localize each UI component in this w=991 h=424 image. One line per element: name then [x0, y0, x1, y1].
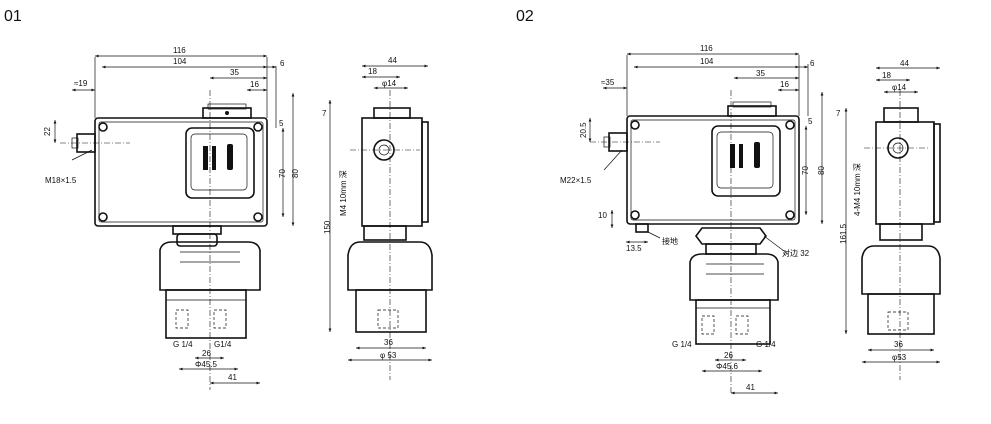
dim-70-02: 70 [801, 166, 810, 175]
dim-80-02: 80 [817, 166, 826, 175]
dim-6: 6 [280, 59, 285, 68]
side-44-01: 44 [388, 56, 397, 65]
dim-10-02: 10 [598, 211, 607, 220]
side-14-01: φ14 [382, 79, 397, 88]
side-44-02: 44 [900, 59, 909, 68]
dim-41-02: 41 [746, 383, 755, 392]
corner-screw [253, 122, 263, 132]
dim-80: 80 [291, 169, 300, 178]
dim-26-01: 26 [202, 349, 211, 358]
dim-19: ≈19 [74, 79, 88, 88]
dim-45-6-02: Φ45.6 [716, 362, 739, 371]
side-7-02: 7 [836, 109, 841, 118]
side-53-02: φ53 [892, 353, 907, 362]
panel-01-dimensions: 116 104 6 35 16 ≈19 22 5 70 80 M18×1.5 G… [43, 46, 300, 385]
side-18-02: 18 [882, 71, 891, 80]
port-left-01: G 1/4 [173, 340, 193, 349]
side-161-5-02: 161.5 [839, 223, 848, 244]
ground-label: 接地 [662, 236, 678, 246]
dim-116: 116 [173, 46, 186, 55]
dim-16-02: 16 [780, 80, 789, 89]
dim-6-02: 6 [810, 59, 815, 68]
panel-02-side-view [861, 90, 941, 380]
across-flats-label: 对边 32 [782, 248, 810, 258]
dim-26-02: 26 [724, 351, 733, 360]
dim-70: 70 [278, 169, 287, 178]
side-53-01: φ 53 [380, 351, 397, 360]
indicator-window [185, 127, 255, 199]
panel-label-02: 02 [516, 8, 534, 25]
dim-22: 22 [43, 127, 52, 136]
dim-45-5-01: Φ45.5 [195, 360, 218, 369]
panel-01-side-dimensions: 44 18 φ14 7 150 M4 10mm 深 36 φ 53 [322, 56, 432, 362]
panel-01-front-view [60, 90, 268, 390]
dim-5-02: 5 [808, 117, 813, 126]
thread-label-01: M18×1.5 [45, 176, 77, 185]
panel-02-side-dimensions: 44 18 φ14 7 161.5 4-M4 10mm 深 36 φ53 [836, 59, 940, 364]
dim-13-5-02: 13.5 [626, 244, 642, 253]
dim-104-02: 104 [700, 57, 714, 66]
panel-02-front-view [590, 90, 800, 395]
side-36-02: 36 [894, 340, 903, 349]
thread-label-02: M22×1.5 [560, 176, 592, 185]
panel-02-dimensions: 116 104 6 35 16 ≈35 20.5 5 70 80 M22×1.5… [560, 44, 826, 395]
corner-screw [253, 212, 263, 222]
side-m4-02: 4-M4 10mm 深 [853, 163, 862, 216]
corner-screw [98, 122, 108, 132]
port-right-02: G 1/4 [756, 340, 776, 349]
side-m4-01: M4 10mm 深 [339, 170, 348, 216]
dim-5: 5 [279, 119, 284, 128]
dim-35-02: 35 [756, 69, 765, 78]
side-18-01: 18 [368, 67, 377, 76]
dim-104: 104 [173, 57, 187, 66]
side-150-01: 150 [323, 220, 332, 234]
dim-35a-02: ≈35 [601, 78, 615, 87]
side-36-01: 36 [384, 338, 393, 347]
port-right-01: G1/4 [214, 340, 232, 349]
side-7-01: 7 [322, 109, 327, 118]
dim-20-5-02: 20.5 [579, 122, 588, 138]
corner-screw [98, 212, 108, 222]
dim-35: 35 [230, 68, 239, 77]
port-left-02: G 1/4 [672, 340, 692, 349]
panel-01-side-view [347, 90, 433, 380]
dim-116-02: 116 [700, 44, 713, 53]
side-14-02: φ14 [892, 83, 907, 92]
panel-label-01: 01 [4, 8, 22, 25]
dim-16: 16 [250, 80, 259, 89]
dim-41-01: 41 [228, 373, 237, 382]
